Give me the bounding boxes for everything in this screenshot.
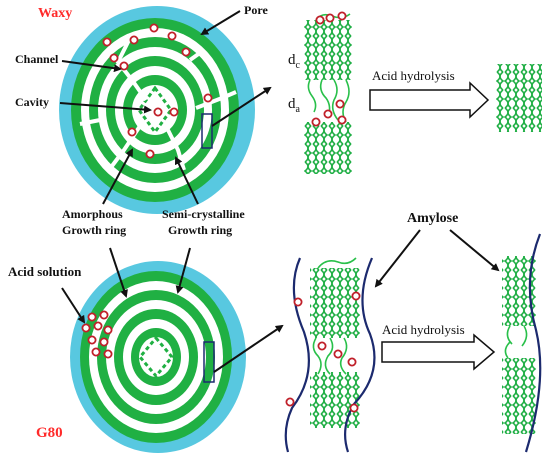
waxy-cluster-model: [304, 11, 352, 174]
amylose-arrow-right: [449, 229, 500, 272]
semicrystalline-arrow: [174, 156, 199, 205]
zoom-arrow-top: [211, 86, 272, 127]
pore-label: Pore: [244, 3, 268, 17]
amorphous-label-line2: Growth ring: [62, 223, 126, 237]
g80-cavity-diamond: [138, 335, 174, 379]
g80-cluster-pores: [285, 291, 361, 413]
acid-hydrolysis-arrow-bottom: [381, 333, 496, 371]
pore-arrow: [200, 10, 241, 36]
zoom-arrow-bottom: [213, 324, 284, 373]
waxy-granule: [59, 6, 255, 214]
g80-crystalline-lower: [310, 372, 360, 428]
amylose-chains: [284, 257, 376, 453]
acid-solution-arrow: [61, 287, 86, 324]
amylose-chain-right: [524, 233, 542, 453]
acid-hydrolysis-arrow-top: [369, 81, 490, 119]
channel: [115, 37, 148, 102]
semicrystalline-label-line1: Semi-crystalline: [162, 207, 245, 221]
amylose-arrow-left: [374, 229, 421, 288]
g80-cluster-model: [284, 257, 376, 453]
crystalline-lamella-lower: [304, 122, 352, 174]
g80-granule: [70, 261, 246, 453]
da-label: da: [288, 96, 301, 115]
amorphous-arrow: [102, 148, 133, 205]
waxy-selection-box: [201, 113, 213, 149]
hydrolysed-crystallites-top: [496, 64, 542, 132]
channel-arrow: [61, 60, 122, 73]
g80-crystalline-upper: [310, 268, 360, 338]
cavity-arrow: [59, 102, 152, 114]
cluster-pores: [311, 11, 347, 127]
semicrystalline-lower-arrow: [175, 247, 191, 294]
dc-label: dc: [288, 52, 301, 71]
g80-granule-core: [139, 337, 173, 377]
g80-selection-box: [203, 341, 215, 383]
semicrystalline-label-line2: Growth ring: [168, 223, 232, 237]
waxy-pores: [102, 23, 213, 159]
crystalline-lamella-upper: [304, 20, 352, 80]
waxy-label: Waxy: [38, 6, 72, 21]
cavity-label: Cavity: [15, 95, 49, 109]
amorphous-label-line1: Amorphous: [62, 207, 123, 221]
g80-label: G80: [36, 425, 63, 441]
amorphous-lower-arrow: [109, 247, 128, 298]
acid-hydrolysis-label-top: Acid hydrolysis: [372, 68, 455, 83]
amylose-label: Amylose: [407, 211, 458, 226]
acid-solution-label: Acid solution: [8, 264, 82, 279]
channel-label: Channel: [15, 52, 59, 66]
acid-hydrolysis-label-bottom: Acid hydrolysis: [382, 322, 465, 337]
hydrolysed-crystallites-bottom: [502, 233, 542, 453]
acid-droplets: [81, 310, 113, 359]
